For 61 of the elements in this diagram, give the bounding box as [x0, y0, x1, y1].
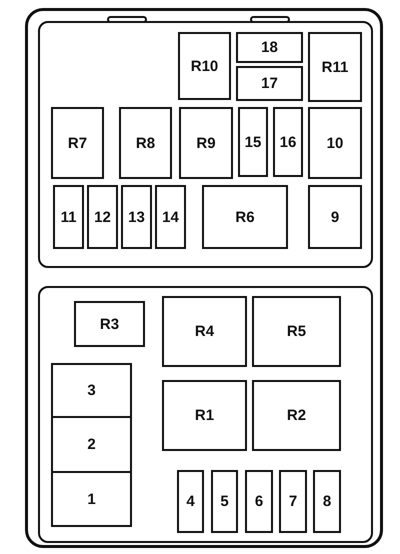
slot-label: 12: [94, 208, 111, 226]
slot-label: 7: [288, 493, 298, 510]
slot-label: 2: [87, 436, 96, 453]
relay-box: [308, 32, 362, 102]
slot-label: R9: [196, 134, 216, 152]
slot-label: R2: [286, 407, 306, 424]
fuse-box: [245, 470, 273, 533]
fuse-box: [308, 185, 362, 249]
slot-label: 16: [280, 134, 296, 150]
relay-box: [178, 32, 231, 100]
relay-box: [74, 301, 145, 347]
slot-label: R11: [322, 58, 348, 76]
fuse-box: [238, 107, 268, 177]
slot-label: 5: [220, 493, 229, 510]
fuse-box: [308, 107, 362, 179]
slot-label: R3: [100, 316, 120, 332]
slot-label: R7: [68, 134, 88, 152]
slot-label: 14: [162, 208, 179, 226]
fuse-box: [236, 66, 303, 101]
fuse-box: [87, 185, 118, 249]
slot-label: R6: [235, 208, 255, 226]
relay-box: [162, 380, 247, 451]
slot-label: 1: [87, 490, 96, 508]
slot-label: 4: [186, 493, 195, 510]
relay-box: [51, 107, 104, 179]
relay-box: [252, 380, 341, 451]
panel: [38, 286, 373, 543]
fuse-box: [51, 416, 132, 473]
fuse-box: [236, 32, 303, 63]
fuse-box: [273, 107, 303, 177]
slot-label: R5: [286, 323, 306, 340]
fuse-box: [51, 471, 132, 527]
slot-label: 15: [244, 134, 262, 150]
slot-label: 10: [326, 134, 344, 152]
slot-label: 13: [128, 208, 145, 226]
fuse-box: [155, 185, 186, 249]
slot-label: R1: [194, 407, 214, 424]
slot-label: R4: [194, 323, 214, 340]
relay-box: [179, 107, 233, 179]
fuse-box-housing: [25, 8, 383, 548]
panel: [38, 21, 373, 268]
fuse-box: [211, 470, 238, 533]
slot-label: 17: [261, 75, 278, 92]
slot-label: R10: [190, 58, 218, 74]
fuse-box: [177, 470, 204, 533]
fuse-box: [51, 363, 132, 418]
slot-label: R8: [136, 134, 156, 152]
fuse-box: [121, 185, 152, 249]
slot-label: 8: [322, 493, 332, 510]
slot-label: 6: [254, 493, 264, 510]
relay-box: [202, 185, 288, 249]
relay-box: [252, 296, 341, 367]
relay-box: [162, 296, 247, 367]
slot-label: 3: [87, 382, 96, 399]
relay-box: [119, 107, 172, 179]
fuse-box: [53, 185, 84, 249]
slot-label: 11: [60, 208, 76, 226]
fuse-box: [279, 470, 307, 533]
fuse-box: [313, 470, 341, 533]
slot-label: 9: [330, 208, 340, 226]
slot-label: 18: [261, 39, 278, 56]
